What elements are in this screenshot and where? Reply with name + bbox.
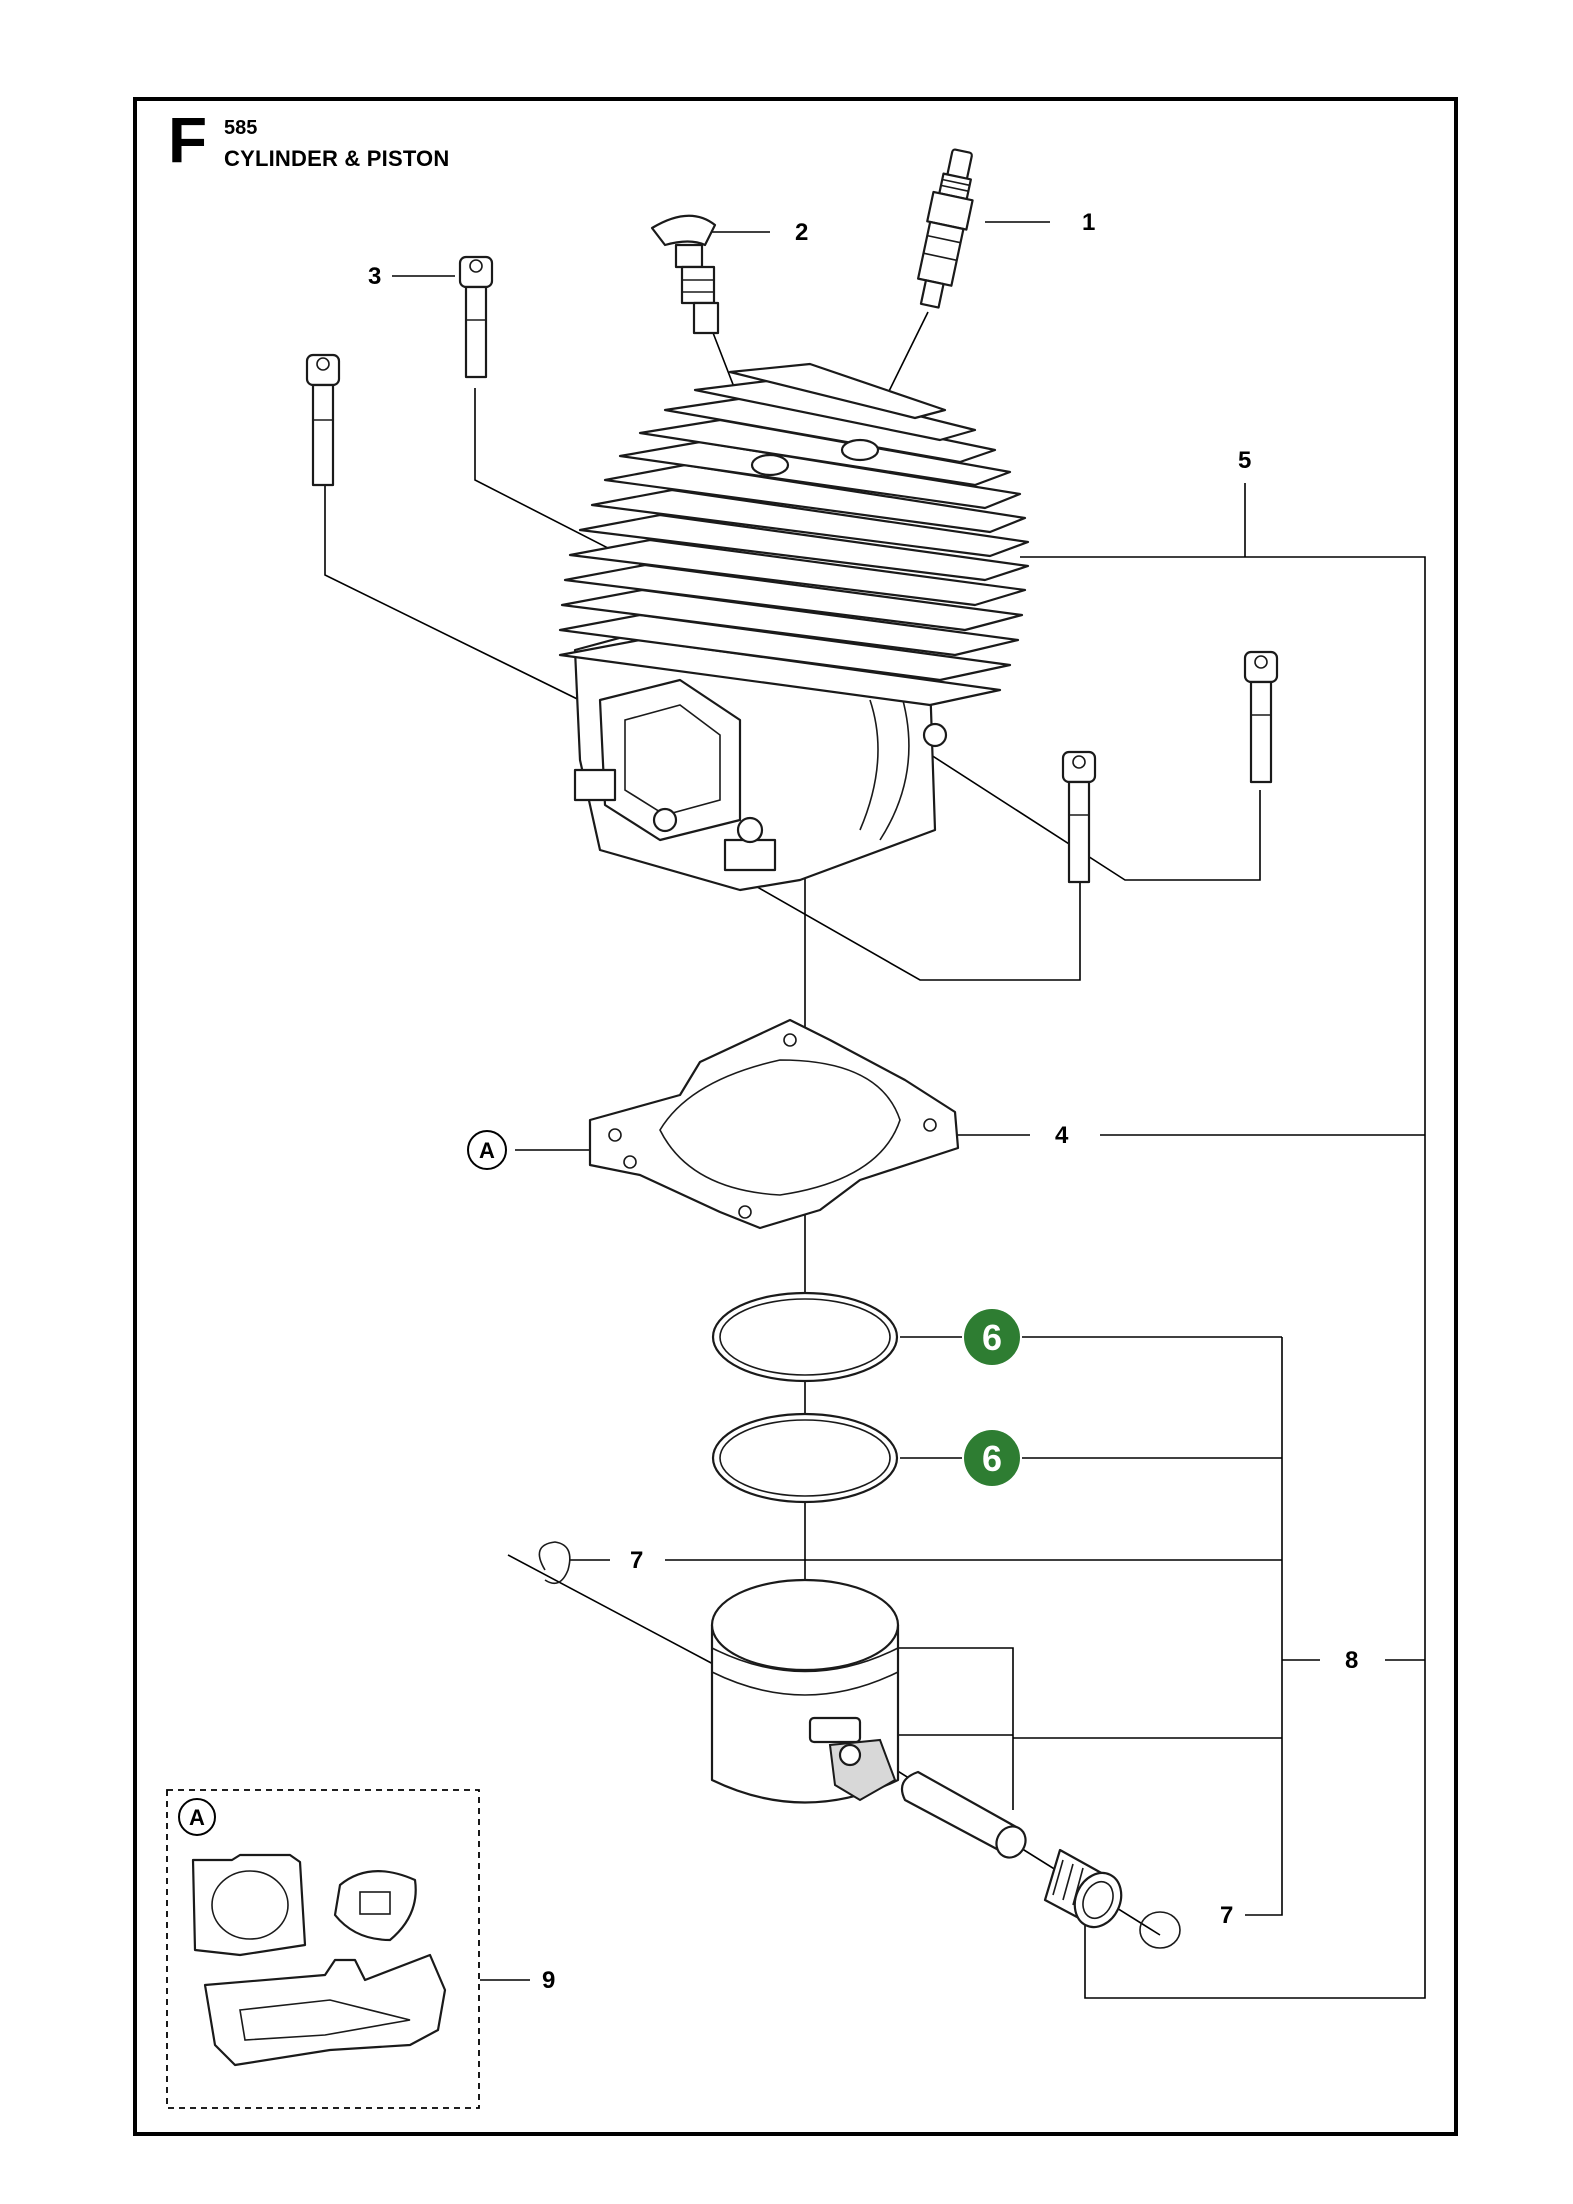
gasket-kit-box[interactable] xyxy=(166,1789,480,2109)
callout-3[interactable]: 3 xyxy=(368,263,381,290)
screw-top[interactable] xyxy=(458,255,494,379)
callout-1[interactable]: 1 xyxy=(1082,209,1095,236)
callout-4[interactable]: 4 xyxy=(1055,1122,1069,1149)
cooling-fins xyxy=(558,362,1030,707)
piston-ring-lower-part[interactable] xyxy=(711,1412,899,1504)
cylinder-part[interactable] xyxy=(558,362,1030,892)
page-title: CYLINDER & PISTON xyxy=(224,146,450,171)
piston-ring-upper-part[interactable] xyxy=(711,1291,899,1383)
callout-2[interactable]: 2 xyxy=(795,219,808,246)
callout-9[interactable]: 9 xyxy=(542,1967,555,1994)
circlip-lower-part[interactable] xyxy=(1139,1911,1181,1949)
section-letter: F xyxy=(168,104,208,176)
callout-5[interactable]: 5 xyxy=(1238,447,1251,474)
needle-bearing-part[interactable] xyxy=(1043,1848,1130,1935)
reference-marker-gasket[interactable]: A xyxy=(467,1130,507,1170)
callout-7-lower[interactable]: 7 xyxy=(1220,1902,1233,1929)
circlip-upper-part[interactable] xyxy=(538,1541,571,1585)
spark-plug-part[interactable] xyxy=(910,147,982,310)
callout-6-lower[interactable]: 6 xyxy=(982,1438,1002,1479)
callout-labels: 1 2 3 5 4 7 8 7 9 xyxy=(368,209,1358,1994)
screw-right[interactable] xyxy=(1243,650,1279,784)
cylinder-gasket-part[interactable] xyxy=(588,1018,960,1230)
highlight-badge-ring-upper[interactable]: 6 xyxy=(964,1309,1020,1365)
model-number: 585 xyxy=(224,117,258,139)
callout-7-upper[interactable]: 7 xyxy=(630,1547,643,1574)
screw-middle[interactable] xyxy=(1061,750,1097,884)
highlight-badge-ring-lower[interactable]: 6 xyxy=(964,1430,1020,1486)
reference-a-gasket: A xyxy=(479,1138,495,1163)
callout-6-upper[interactable]: 6 xyxy=(982,1317,1002,1358)
callout-8[interactable]: 8 xyxy=(1345,1647,1358,1674)
piston-pin-part[interactable] xyxy=(900,1770,1031,1863)
screw-left[interactable] xyxy=(305,353,341,487)
reference-marker-kit[interactable]: A xyxy=(178,1798,216,1836)
page-frame xyxy=(133,97,1458,2136)
decompression-valve-part[interactable] xyxy=(650,214,720,335)
cylinder-screws[interactable] xyxy=(305,255,1279,884)
piston-part[interactable] xyxy=(710,1578,900,1804)
reference-a-kit: A xyxy=(189,1805,205,1830)
